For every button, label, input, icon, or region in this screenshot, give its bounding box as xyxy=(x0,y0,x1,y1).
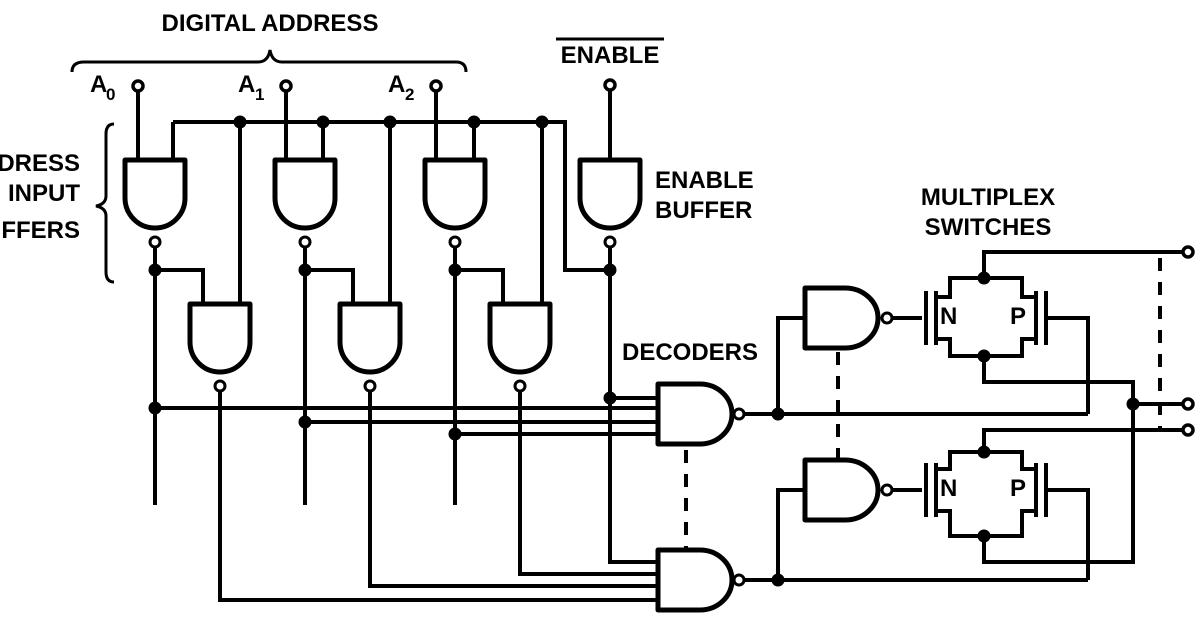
input-a2-label: A 2 xyxy=(388,71,414,104)
digital-address-label: DIGITAL ADDRESS xyxy=(162,10,379,37)
decoder-output-wires xyxy=(744,316,1090,587)
address-buffer-gate-a2 xyxy=(422,157,488,249)
address-buffer-gate-a1 xyxy=(272,157,338,249)
svg-text:2: 2 xyxy=(405,85,414,104)
svg-text:0: 0 xyxy=(106,85,115,104)
n-channel-label-top: N xyxy=(940,303,957,330)
output-bus xyxy=(1126,245,1195,437)
p-channel-label-bottom: P xyxy=(1010,475,1026,502)
input-a0-label: A 0 xyxy=(90,71,115,104)
decoders-label: DECODERS xyxy=(622,339,758,366)
enable-buffer-gate xyxy=(577,157,643,249)
enable-buffer-label-2: BUFFER xyxy=(655,197,752,224)
p-channel-label-top: P xyxy=(1010,303,1026,330)
n-channel-label-bottom: N xyxy=(940,475,957,502)
enable-label: ENABLE xyxy=(561,42,660,69)
address-inverter-gate-a1 xyxy=(337,301,403,393)
multiplex-switch-top: N P xyxy=(924,250,1185,404)
switch-driver-gate-bottom xyxy=(802,457,894,523)
multiplex-switch-bottom: N P xyxy=(924,404,1185,564)
address-buffer-gate-a0 xyxy=(122,157,188,249)
enable-buffer-label-1: ENABLE xyxy=(655,167,754,194)
svg-text:1: 1 xyxy=(255,85,264,104)
svg-text:A: A xyxy=(388,71,405,98)
decoder-gate-top xyxy=(655,381,746,447)
address-buffers-label-2: INPUT xyxy=(8,180,80,207)
address-inverter-gate-a2 xyxy=(487,301,553,393)
svg-text:A: A xyxy=(90,71,107,98)
input-a1-label: A 1 xyxy=(238,71,264,104)
address-buffers-label-1: DRESS xyxy=(0,150,80,177)
svg-text:A: A xyxy=(238,71,255,98)
switch-driver-gate-top xyxy=(802,285,894,351)
enable-bus xyxy=(171,115,610,304)
digital-address-brace xyxy=(70,49,468,73)
input-terminals xyxy=(131,78,617,160)
multiplex-switches-label-1: MULTIPLEX xyxy=(921,184,1055,211)
address-buffers-label-3: FFERS xyxy=(1,217,80,244)
address-lines xyxy=(148,247,658,602)
multiplex-switches-label-2: SWITCHES xyxy=(925,214,1052,241)
address-inverter-gate-a0 xyxy=(187,301,253,393)
address-buffers-brace xyxy=(95,122,115,284)
decoder-gate-bottom xyxy=(655,547,746,613)
